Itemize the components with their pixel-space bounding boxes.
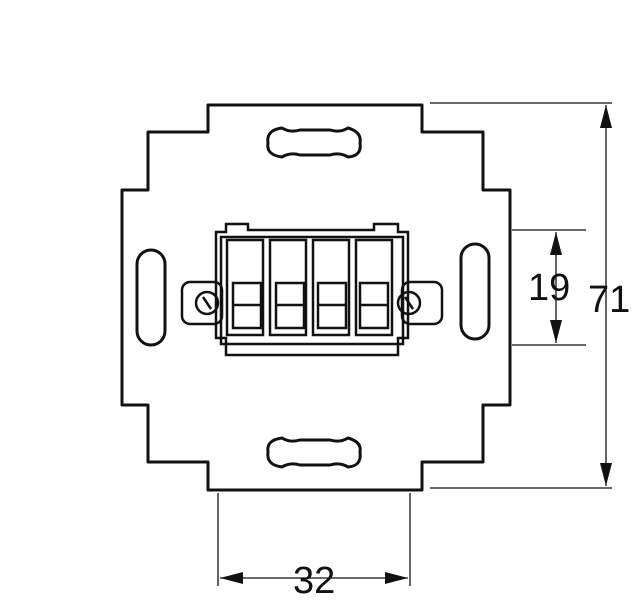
dimension-label-19: 19 [528,267,570,309]
left-slot [135,248,167,347]
dimension-label-71: 71 [588,279,630,321]
dimension-71: 71 [430,102,630,489]
left-screw-icon [194,290,220,316]
dimension-32: 32 [217,493,411,602]
top-slot [266,126,362,159]
dimension-label-32: 32 [293,560,335,602]
right-screw-icon [396,290,422,316]
bottom-slot [266,436,362,469]
terminal-ports [225,238,394,337]
rj45-connector-block [180,222,444,357]
right-slot [459,242,491,341]
dimension-19: 19 [512,229,586,346]
mounting-plate-outline [120,103,512,492]
